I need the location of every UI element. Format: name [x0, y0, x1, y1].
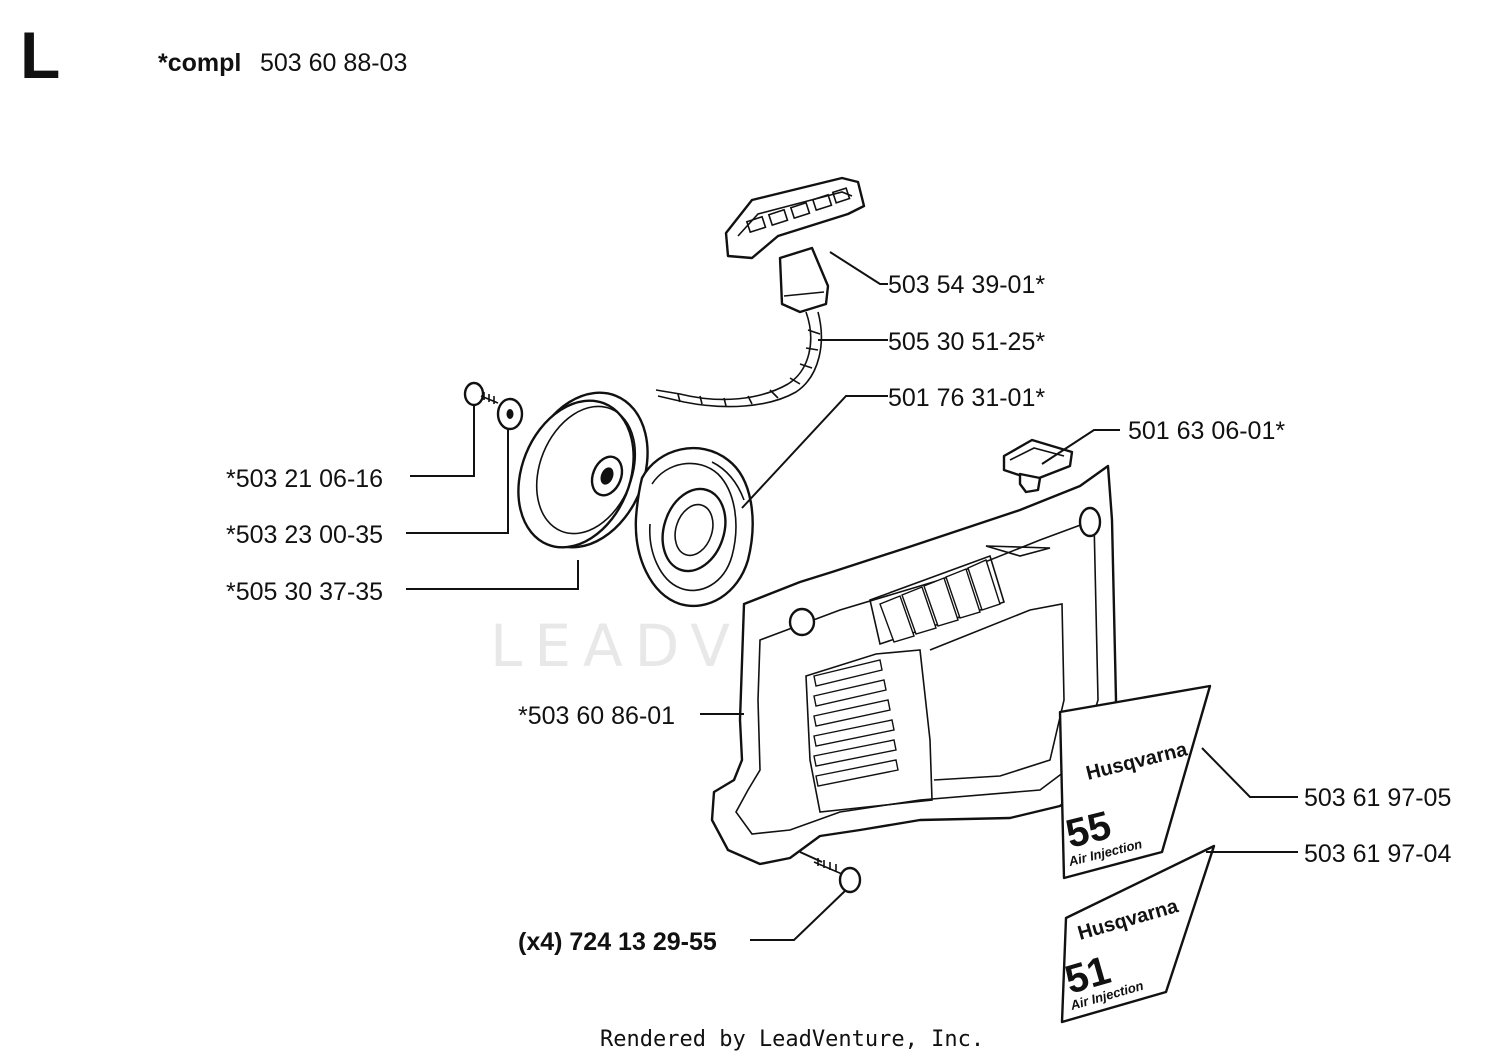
starter-rope-illustration: [655, 311, 823, 408]
rope-pulley-illustration: [517, 391, 649, 549]
spring-cassette-illustration: [634, 446, 754, 607]
cover-vent-slots-upper: [879, 559, 1001, 643]
footer-credit: Rendered by LeadVenture, Inc.: [600, 1027, 984, 1052]
label-spring-cassette: 501 76 31-01*: [888, 384, 1045, 412]
label-plug: 501 63 06-01*: [1128, 417, 1285, 445]
label-cover-screw: (x4) 724 13 29-55: [518, 928, 717, 956]
leader-lines: [406, 251, 1298, 941]
label-cover: *503 60 86-01: [518, 702, 675, 730]
label-handle: 503 54 39-01*: [888, 271, 1045, 299]
label-decal-55: 503 61 97-05: [1304, 784, 1451, 812]
cover-screw-illustration: [813, 858, 862, 894]
starter-handle-illustration: [724, 176, 866, 314]
starter-cover-illustration: [710, 464, 1118, 866]
decal-51-illustration: Husqvarna 51 Air Injection: [1060, 844, 1216, 1024]
label-screw: *503 21 06-16: [226, 465, 383, 493]
washer-illustration: [496, 397, 524, 431]
label-washer: *503 23 00-35: [226, 521, 383, 549]
label-pulley: *505 30 37-35: [226, 578, 383, 606]
label-rope: 505 30 51-25*: [888, 328, 1045, 356]
decal-55-illustration: Husqvarna 55 Air Injection: [1058, 684, 1212, 880]
plug-illustration: [1002, 438, 1074, 494]
compl-part-number: 503 60 88-03: [260, 49, 407, 77]
label-decal-51: 503 61 97-04: [1304, 840, 1451, 868]
screw-illustration: [463, 381, 499, 407]
section-letter: L: [20, 18, 60, 92]
cover-vent-slots-lower: [813, 659, 899, 787]
decal-55-model: 55: [1062, 803, 1116, 856]
compl-prefix: *compl: [158, 49, 241, 77]
